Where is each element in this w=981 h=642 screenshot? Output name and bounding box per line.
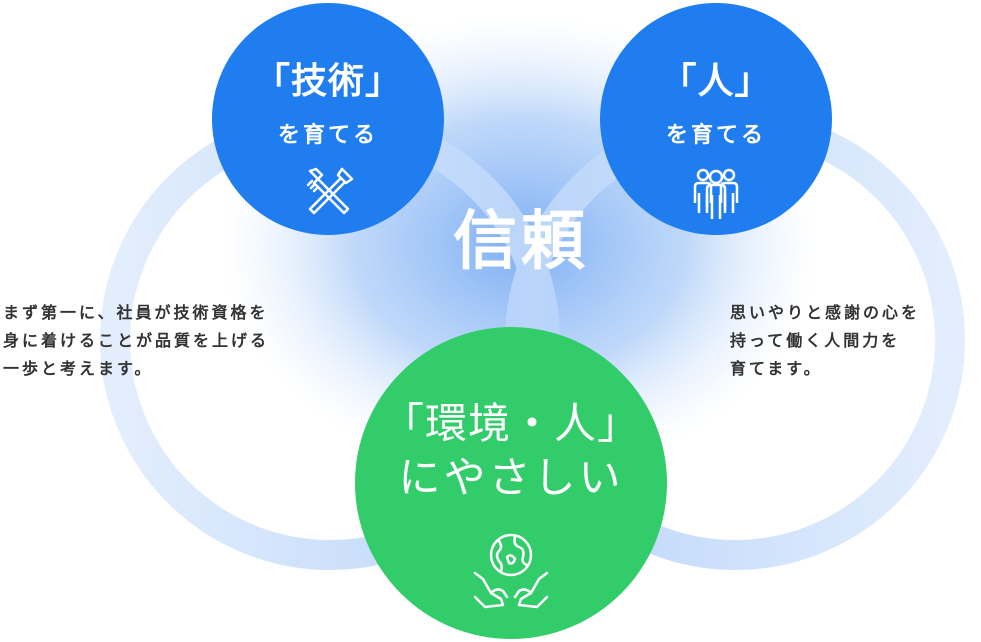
tech-description-line: まず第一に、社員が技術資格を — [3, 303, 269, 322]
people-subtitle: を育てる — [665, 123, 766, 148]
environment-title-line1: 「環境・人」 — [381, 399, 640, 448]
tools-icon — [306, 167, 354, 215]
tech-description-line: 身に着けることが品質を上げる — [3, 331, 270, 350]
people-group-icon — [693, 168, 739, 219]
people-description-line: 持って働く人間力を — [730, 331, 901, 350]
tech-subtitle: を育てる — [277, 123, 378, 148]
tech-circle: 「技術」 を育てる — [212, 3, 444, 235]
people-description-line: 育てます。 — [730, 359, 823, 378]
people-description-line: 思いやりと感謝の心を — [730, 303, 921, 322]
people-circle: 「人」 を育てる — [600, 3, 832, 235]
tech-description-line: 一歩と考えます。 — [3, 359, 154, 378]
people-title: 「人」 — [660, 61, 772, 102]
environment-title-line2: にやさしい — [398, 453, 624, 502]
tech-description: まず第一に、社員が技術資格を 身に着けることが品質を上げる 一歩と考えます。 — [3, 299, 269, 383]
people-description: 思いやりと感謝の心を 持って働く人間力を 育てます。 — [730, 299, 920, 383]
trust-label: 信頼 — [453, 205, 589, 279]
tech-title: 「技術」 — [253, 61, 402, 102]
globe-in-hands-icon — [473, 533, 549, 609]
environment-circle: 「環境・人」 にやさしい — [355, 327, 667, 639]
